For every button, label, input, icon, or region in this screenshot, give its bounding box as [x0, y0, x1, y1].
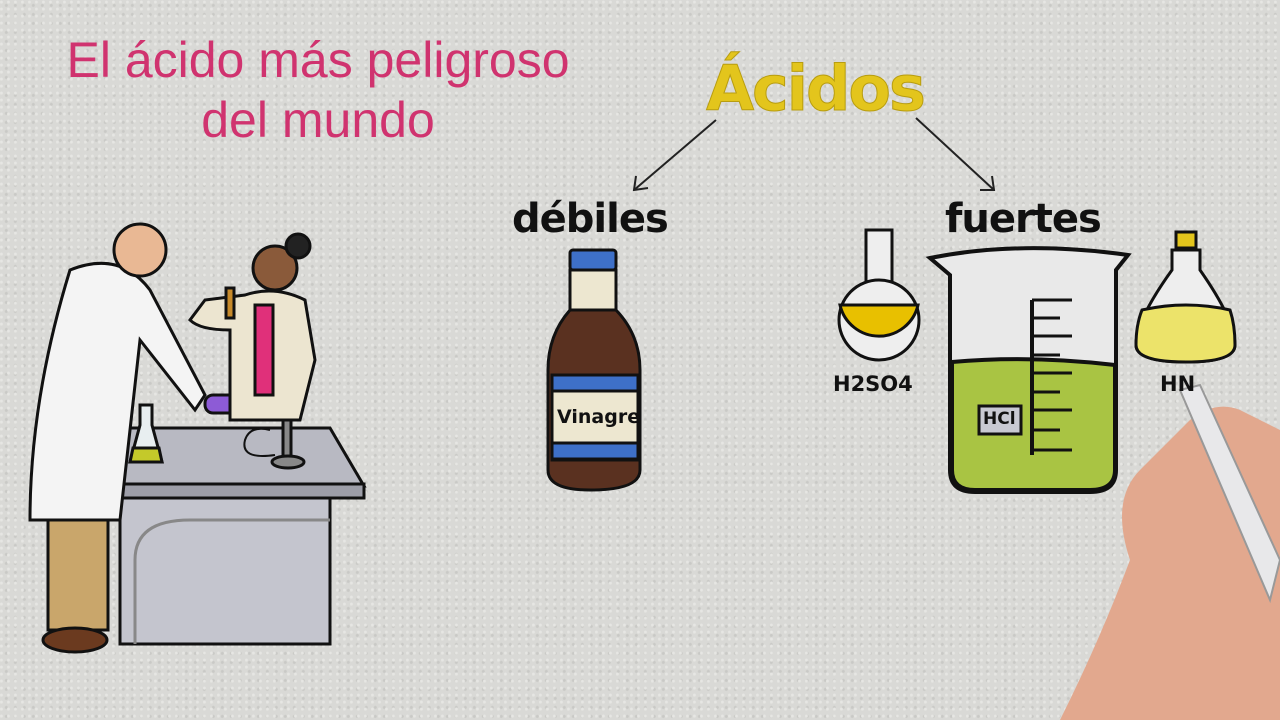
heading-acids: Ácidos	[706, 52, 927, 126]
bunsen-burner	[243, 418, 306, 470]
erlenmeyer-flask	[1134, 230, 1237, 364]
label-hcl: HCl	[983, 409, 1016, 429]
vinegar-bottle	[546, 248, 642, 492]
title-line-2: del mundo	[201, 92, 435, 148]
label-h2so4: H2SO4	[833, 372, 913, 396]
arrow-to-weak	[632, 119, 717, 192]
small-flask	[128, 403, 164, 464]
category-weak: débiles	[512, 196, 669, 242]
lab-table	[91, 426, 367, 646]
marker-pen	[1178, 383, 1280, 604]
video-title: El ácido más peligroso del mundo	[18, 30, 618, 150]
drawing-hand	[1060, 383, 1280, 720]
beaker	[925, 246, 1132, 494]
label-vinegar: Vinagre	[557, 406, 641, 428]
title-line-1: El ácido más peligroso	[66, 32, 570, 88]
scientist-man	[28, 222, 252, 654]
arrow-to-strong	[915, 117, 996, 191]
scientist-woman	[188, 232, 317, 422]
label-hno3-partial: HN	[1160, 372, 1196, 396]
round-flask	[837, 228, 921, 362]
category-strong: fuertes	[945, 196, 1102, 242]
